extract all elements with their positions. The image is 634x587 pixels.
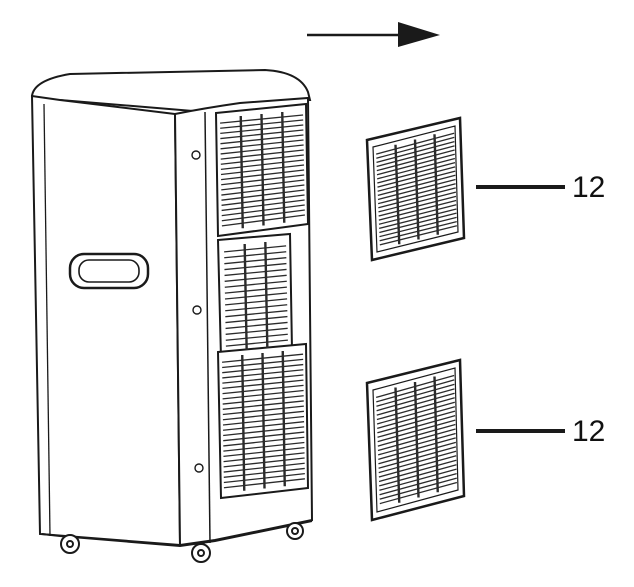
middle-exhaust-grille [224,241,288,351]
callout-upper: 12 [476,171,605,204]
filter-upper-grille [375,132,458,246]
grille-slat [225,298,288,306]
callout-number: 12 [572,415,605,448]
grille-slat [224,245,287,253]
grille-rib [281,350,286,487]
grille-rib [264,241,269,349]
grille-slat [225,339,288,347]
grille-rib [433,376,439,493]
filter-lower[interactable] [365,358,466,522]
grille-rib [261,352,266,489]
filter-lower-grille [375,374,458,505]
grille-rib [394,387,401,503]
unit-left-face [30,94,182,547]
wheel [286,522,304,540]
screw [194,463,204,473]
wheel [60,534,80,554]
grille-slat [224,268,287,277]
grille-slat [224,262,287,271]
grille-rib [239,115,244,229]
unit-base [41,520,313,548]
direction-arrow [307,22,440,47]
grille-slat [224,251,287,259]
grille-rib [413,381,420,498]
grille-slat [224,257,287,265]
grille-rib [433,134,439,235]
callout-lower: 12 [476,415,605,448]
filter-upper[interactable] [365,116,466,262]
screw [192,305,202,315]
grille-slat [225,310,288,318]
upper-vent-grille [220,111,305,229]
handle [68,252,150,290]
screw [191,150,201,160]
grille-slat [224,286,287,294]
lower-vent-grille [222,350,305,491]
grille-rib [281,111,286,223]
grille-rib [241,354,246,491]
grille-rib [413,139,420,240]
wheel [191,543,211,563]
grille-slat [224,280,287,288]
grille-rib [260,113,265,226]
grille-rib [394,144,401,245]
callout-number: 12 [572,171,605,204]
grille-slat [224,292,288,300]
grille-slat [225,315,288,324]
grille-slat [225,321,288,330]
grille-slat [224,274,287,282]
grille-slat [225,327,288,335]
grille-slat [225,304,288,312]
grille-slat [225,333,288,341]
grille-rib [243,243,248,351]
